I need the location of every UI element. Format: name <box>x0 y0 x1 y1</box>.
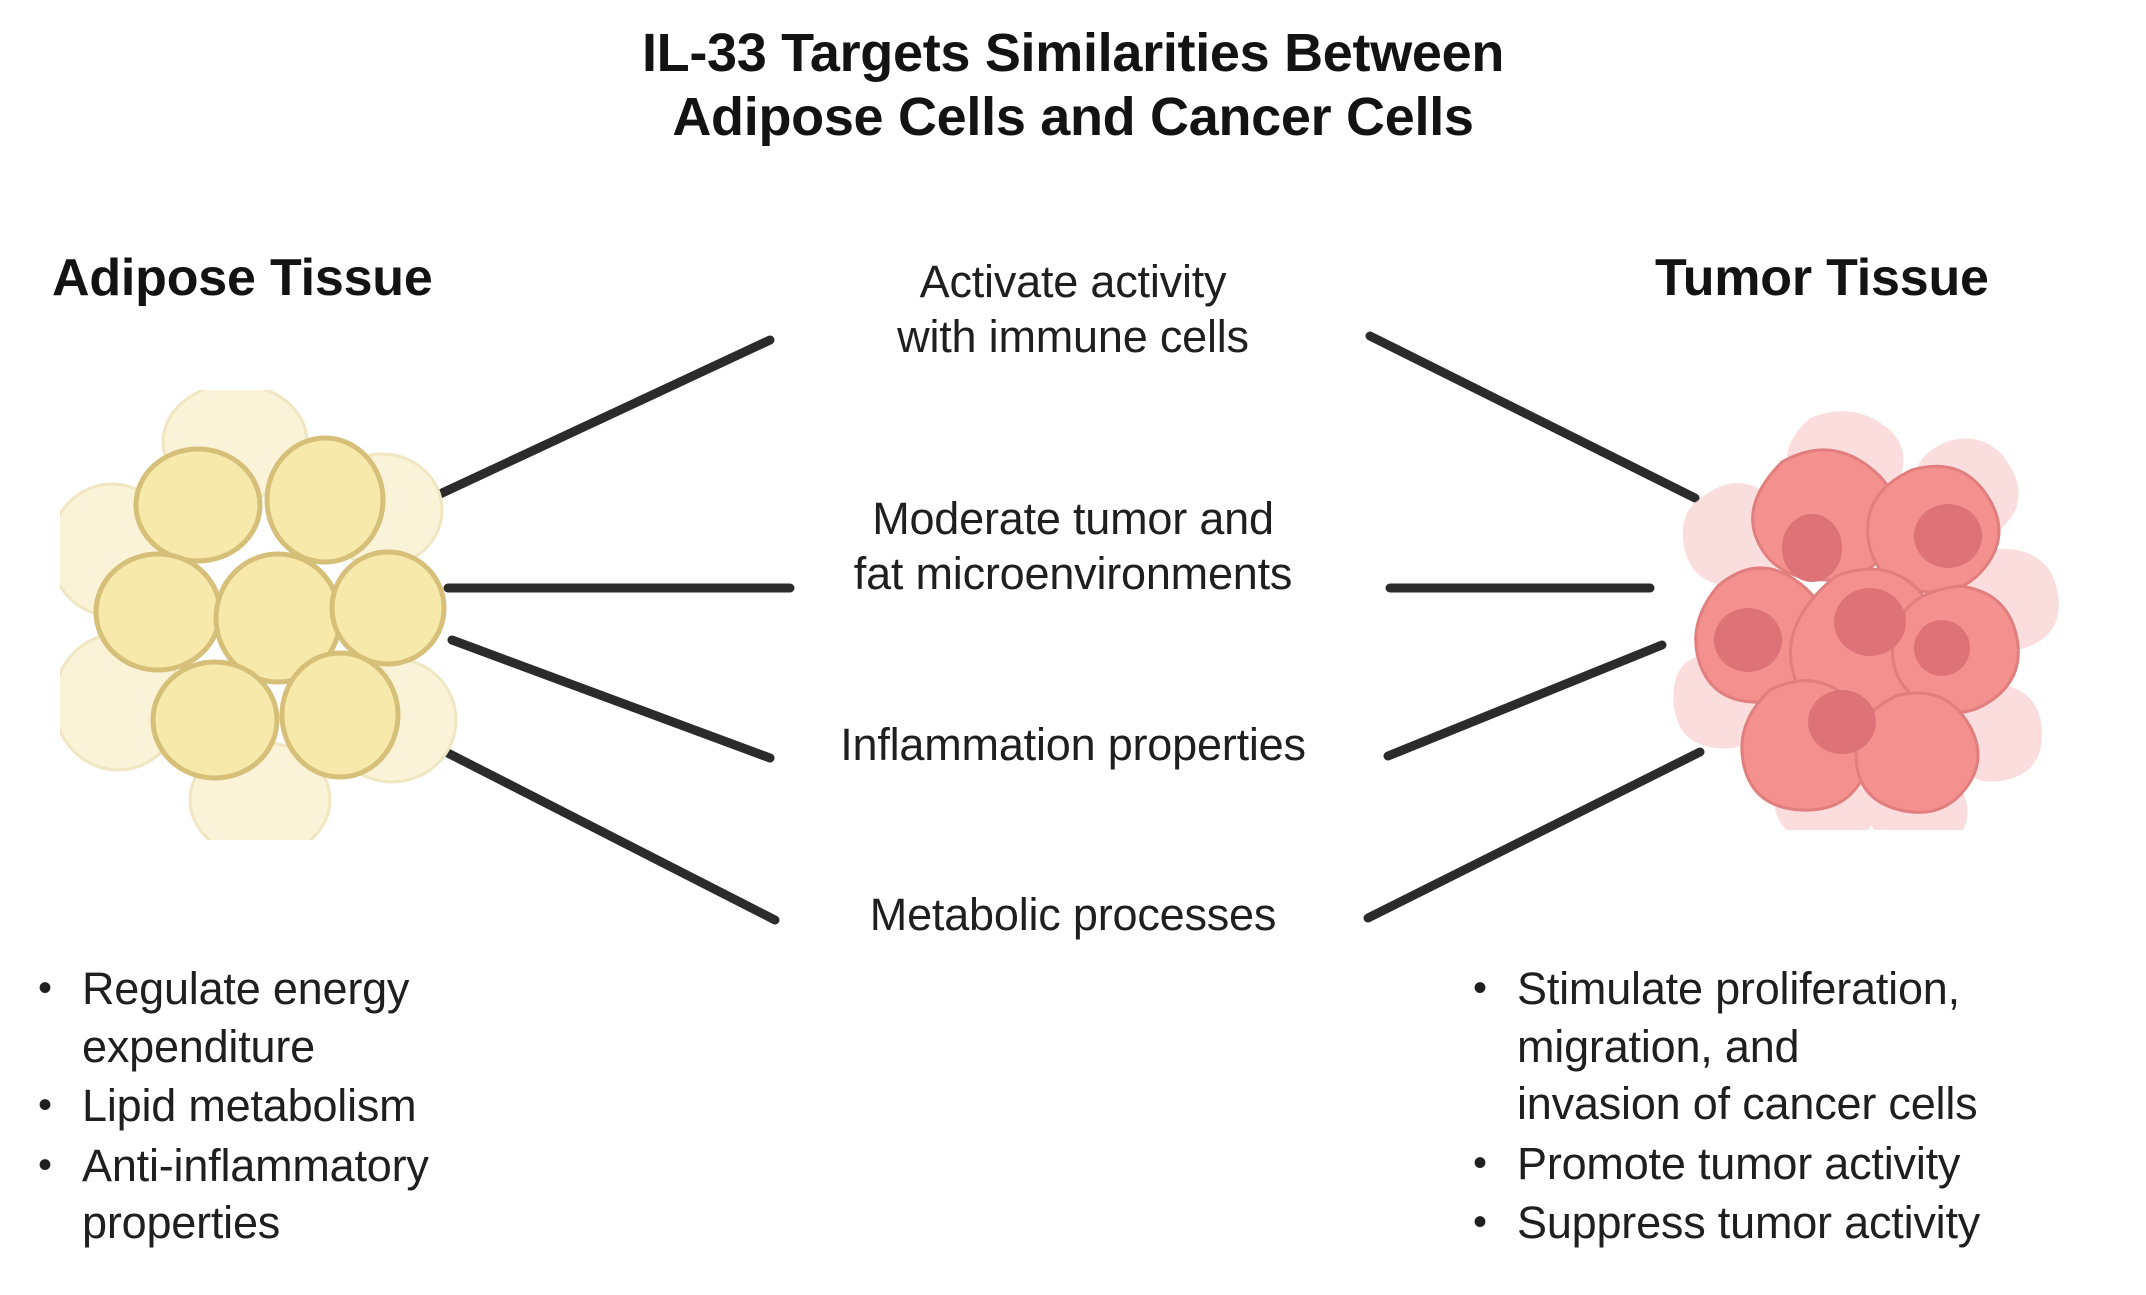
tumor-bullet-list: • Stimulate proliferation, migration, an… <box>1465 960 2125 1254</box>
bullet-icon: • <box>1473 966 1487 1010</box>
list-item-line: Lipid metabolism <box>82 1080 417 1132</box>
page-title-line-1: IL-33 Targets Similarities Between <box>641 23 1505 83</box>
tumor-cell-nucleus <box>1782 514 1842 582</box>
list-item-text: Lipid metabolism <box>82 1077 650 1135</box>
list-item-line: invasion of cancer cells <box>1517 1078 1978 1130</box>
shared-feature-1-line-2: fat microenvironments <box>853 547 1293 599</box>
bullet-icon: • <box>38 1083 52 1128</box>
shared-feature-1: Moderate tumor and fat microenvironments <box>0 492 2146 602</box>
list-item-text: Regulate energy expenditure <box>82 960 650 1075</box>
tumor-cell <box>1854 691 1980 814</box>
adipose-cell <box>279 650 401 780</box>
adipose-cell-cluster-icon <box>60 390 458 840</box>
shared-feature-1-line-1: Moderate tumor and <box>872 493 1274 544</box>
shared-feature-3: Metabolic processes <box>0 888 2146 943</box>
list-item: • Stimulate proliferation, migration, an… <box>1465 960 2125 1133</box>
list-item: • Anti-inflammatory properties <box>30 1137 650 1252</box>
list-item: • Regulate energy expenditure <box>30 960 650 1075</box>
adipose-cell <box>93 551 223 673</box>
list-item-line: Stimulate proliferation, <box>1517 963 1960 1014</box>
list-item-line: expenditure <box>82 1020 315 1072</box>
shared-feature-2: Inflammation properties <box>0 718 2146 773</box>
list-item-text: Stimulate proliferation, migration, and … <box>1517 960 2125 1133</box>
list-item: • Promote tumor activity <box>1465 1135 2125 1193</box>
adipose-bullet-list: • Regulate energy expenditure • Lipid me… <box>30 960 650 1254</box>
shared-feature-0-line-1: Activate activity <box>919 256 1227 307</box>
list-item-line: migration, and <box>1517 1020 1800 1072</box>
adipose-cell <box>329 549 447 667</box>
tumor-cell-nucleus <box>1808 690 1876 754</box>
list-item-line: Promote tumor activity <box>1517 1137 1961 1189</box>
list-item-text: Promote tumor activity <box>1517 1135 2125 1193</box>
list-item-line: Suppress tumor activity <box>1517 1197 1981 1249</box>
list-item: • Lipid metabolism <box>30 1077 650 1135</box>
bullet-icon: • <box>38 1142 52 1187</box>
tumor-cell-nucleus <box>1914 504 1982 568</box>
adipose-cell <box>133 446 263 564</box>
list-item-line: properties <box>82 1197 281 1249</box>
bullet-icon: • <box>1473 1140 1487 1185</box>
list-item-line: Regulate energy <box>82 963 410 1014</box>
shared-feature-0-line-2: with immune cells <box>897 310 1249 362</box>
list-item-line: Anti-inflammatory <box>82 1139 429 1191</box>
shared-feature-3-line-1: Metabolic processes <box>869 889 1277 940</box>
list-item-text: Suppress tumor activity <box>1517 1194 2125 1252</box>
tumor-cell-cluster-icon <box>1673 411 2059 830</box>
tumor-cell-nucleus <box>1714 608 1782 672</box>
adipose-cell <box>264 435 386 565</box>
tumor-cell-nucleus <box>1834 588 1906 656</box>
adipose-cell <box>150 659 280 781</box>
tumor-tissue-heading: Tumor Tissue <box>1655 249 1989 307</box>
list-item-text: Anti-inflammatory properties <box>82 1137 650 1252</box>
shared-feature-0: Activate activity with immune cells <box>0 255 2146 365</box>
tumor-cell-nucleus <box>1914 620 1970 676</box>
bullet-icon: • <box>1473 1200 1487 1245</box>
page-title-line-2: Adipose Cells and Cancer Cells <box>672 86 1474 147</box>
bullet-icon: • <box>38 966 52 1010</box>
shared-feature-2-line-1: Inflammation properties <box>840 719 1306 770</box>
list-item: • Suppress tumor activity <box>1465 1194 2125 1252</box>
adipose-tissue-heading: Adipose Tissue <box>52 249 433 307</box>
page-title: IL-33 Targets Similarities Between Adipo… <box>0 22 2146 149</box>
